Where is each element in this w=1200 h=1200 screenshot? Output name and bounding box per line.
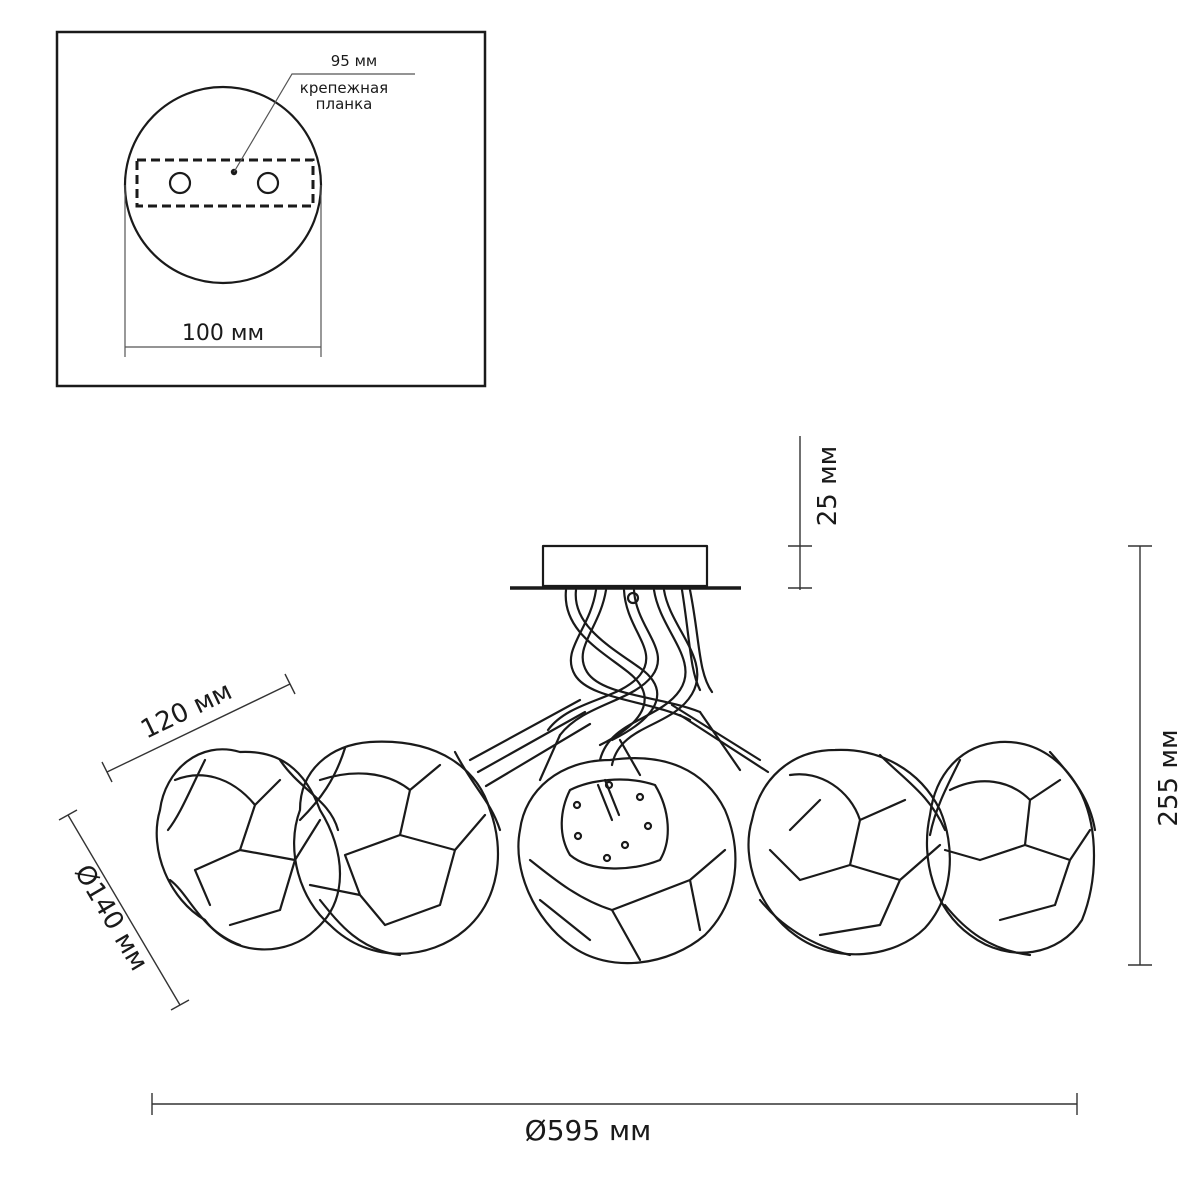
canopy-base-circle	[123, 85, 323, 285]
shade-far-left	[155, 748, 342, 951]
ceiling-canopy	[510, 544, 741, 590]
bracket-label-line2: планка	[316, 95, 373, 113]
base-diameter-label: 100 мм	[182, 321, 264, 346]
shade-diameter-label: Ø140 мм	[68, 860, 154, 977]
screw-hole-left	[168, 171, 192, 195]
dimension-shade-diameter: Ø140 мм	[58, 809, 190, 1011]
canopy-height-label: 25 мм	[813, 446, 843, 527]
dimension-total-diameter: Ø595 мм	[151, 1093, 1078, 1147]
shade-center	[517, 757, 737, 965]
twisted-stems	[546, 588, 714, 767]
dimension-canopy-height: 25 мм	[788, 436, 843, 590]
inset-frame	[55, 30, 487, 388]
shade-left	[293, 740, 502, 957]
canopy-cup	[541, 544, 709, 588]
shade-right	[747, 748, 951, 957]
shade-far-right	[925, 740, 1097, 957]
fixture-arms	[468, 698, 770, 788]
mounting-bracket	[135, 158, 315, 208]
dimension-arm-length: 120 мм	[101, 673, 296, 783]
bracket-leader-line	[233, 73, 415, 173]
arm-length-label: 120 мм	[136, 676, 237, 745]
bracket-label-line1: крепежная	[300, 79, 388, 97]
dimension-total-height: 255 мм	[1128, 545, 1184, 966]
mounting-inset: 95 мм крепежная планка 100 мм	[55, 30, 487, 388]
total-diameter-label: Ø595 мм	[525, 1114, 652, 1147]
total-height-label: 255 мм	[1154, 729, 1184, 826]
bracket-dimension-label: 95 мм	[331, 52, 378, 70]
screw-hole-right	[256, 171, 280, 195]
